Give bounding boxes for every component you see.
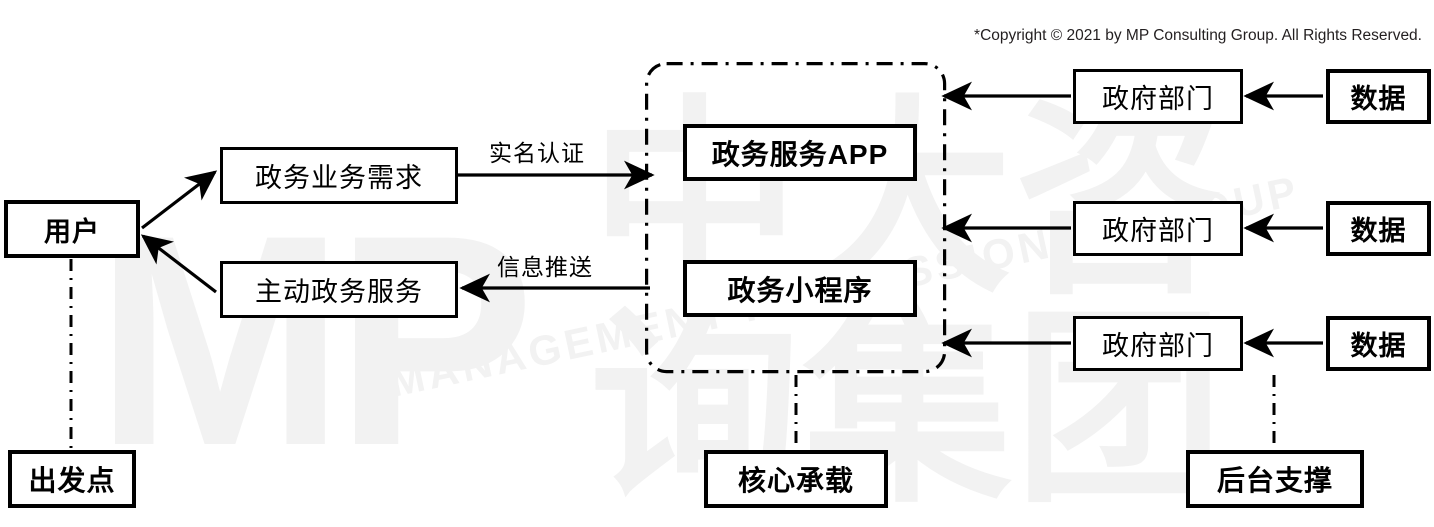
- node-user-label: 用户: [44, 216, 100, 247]
- node-app-label: 政务服务APP: [711, 138, 889, 170]
- node-gov3-label: 政府部门: [1102, 331, 1214, 361]
- node-data-source-1[interactable]: 数据: [1326, 69, 1431, 124]
- node-service-label: 主动政务服务: [255, 277, 423, 307]
- node-user[interactable]: 用户: [4, 200, 140, 258]
- node-data-source-3[interactable]: 数据: [1326, 316, 1431, 371]
- node-government-miniprogram[interactable]: 政务小程序: [683, 260, 917, 317]
- edge-label-information-push: 信息推送: [497, 254, 593, 280]
- node-government-department-3[interactable]: 政府部门: [1073, 316, 1243, 371]
- node-data1-label: 数据: [1350, 84, 1407, 114]
- node-government-business-demand[interactable]: 政务业务需求: [220, 147, 458, 204]
- node-proactive-government-service[interactable]: 主动政务服务: [220, 261, 458, 318]
- node-government-service-app[interactable]: 政务服务APP: [683, 124, 917, 181]
- edge-label-real-name-auth: 实名认证: [489, 140, 585, 166]
- node-gov1-label: 政府部门: [1102, 84, 1214, 114]
- footer-backend-label: 后台支撑: [1216, 465, 1333, 496]
- node-data3-label: 数据: [1350, 331, 1407, 361]
- node-demand-label: 政务业务需求: [255, 163, 423, 193]
- link-user-to-demand: [141, 170, 218, 230]
- link-service-to-user: [140, 234, 217, 294]
- footer-origin-label: 出发点: [28, 465, 116, 496]
- node-miniprogram-label: 政务小程序: [727, 274, 873, 306]
- footer-label-origin[interactable]: 出发点: [8, 450, 136, 508]
- footer-label-backend-support[interactable]: 后台支撑: [1186, 450, 1364, 508]
- copyright-notice: *Copyright © 2021 by MP Consulting Group…: [974, 27, 1422, 44]
- node-data2-label: 数据: [1350, 216, 1407, 246]
- node-data-source-2[interactable]: 数据: [1326, 201, 1431, 256]
- node-government-department-1[interactable]: 政府部门: [1073, 69, 1243, 124]
- node-gov2-label: 政府部门: [1102, 216, 1214, 246]
- node-government-department-2[interactable]: 政府部门: [1073, 201, 1243, 256]
- footer-core-label: 核心承载: [737, 465, 854, 496]
- footer-label-core-carrier[interactable]: 核心承载: [704, 450, 888, 508]
